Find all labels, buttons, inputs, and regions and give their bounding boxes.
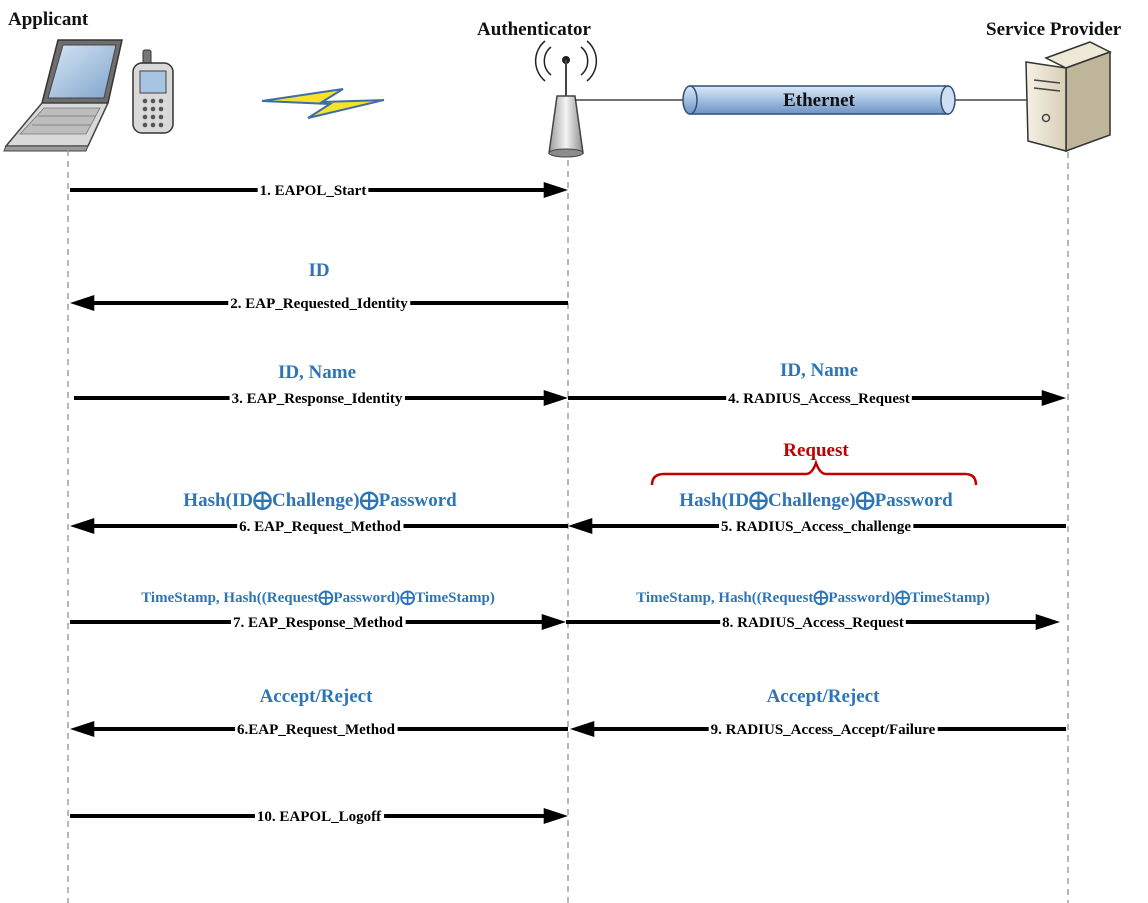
request-bracket	[650, 459, 978, 486]
arrowhead	[1035, 614, 1060, 630]
message-4: 4. RADIUS_Access_Request ID, Name	[568, 360, 1066, 407]
message-label-bg	[235, 722, 398, 738]
message-6: 6. EAP_Request_Method Hash(ID⨁Challenge)⨁…	[70, 490, 568, 535]
arrowhead	[570, 721, 595, 737]
phone-icon	[132, 49, 174, 134]
message-label: 10. EAPOL_Logoff	[257, 809, 382, 825]
message-label: 8. RADIUS_Access_Request	[722, 615, 904, 631]
message-annotation: Accept/Reject	[260, 686, 374, 707]
message-label-bg	[254, 809, 385, 825]
message-3: 3. EAP_Response_Identity ID, Name	[74, 362, 568, 407]
arrowhead	[1041, 390, 1066, 406]
message-label-bg	[229, 391, 405, 407]
message-label: 6.EAP_Request_Method	[237, 722, 396, 738]
arrowhead	[70, 295, 95, 311]
message-label: 3. EAP_Response_Identity	[232, 391, 403, 407]
message-9: 6.EAP_Request_Method Accept/Reject	[70, 686, 568, 738]
ethernet-label: Ethernet	[783, 90, 855, 111]
bracket-label-request: Request	[783, 440, 849, 461]
message-annotation: TimeStamp, Hash((Request⨁Password)⨁TimeS…	[636, 590, 990, 606]
message-label-bg	[228, 296, 411, 312]
antenna-icon	[534, 40, 598, 158]
message-annotation: ID	[308, 260, 329, 281]
message-8: 8. RADIUS_Access_Request TimeStamp, Hash(…	[566, 590, 1060, 631]
message-label-bg	[719, 519, 914, 535]
message-label: 6. EAP_Request_Method	[239, 519, 401, 535]
actor-applicant: Applicant	[8, 9, 89, 30]
message-label-bg	[257, 183, 369, 199]
arrowhead	[541, 614, 566, 630]
arrowhead	[70, 721, 95, 737]
message-2: 2. EAP_Requested_Identity ID	[70, 260, 568, 312]
message-7: 7. EAP_Response_Method TimeStamp, Hash((R…	[70, 590, 566, 631]
message-label: 9. RADIUS_Access_Accept/Failure	[711, 722, 936, 738]
message-label-bg	[726, 391, 912, 407]
message-annotation: ID, Name	[278, 362, 356, 383]
message-label: 5. RADIUS_Access_challenge	[721, 519, 911, 535]
message-annotation: Hash(ID⨁Challenge)⨁Password	[183, 490, 457, 511]
message-annotation: Accept/Reject	[767, 686, 881, 707]
message-5: 5. RADIUS_Access_challenge Hash(ID⨁Challe…	[568, 490, 1066, 535]
message-label: 4. RADIUS_Access_Request	[728, 391, 910, 407]
message-label-bg	[708, 722, 938, 738]
message-label: 1. EAPOL_Start	[260, 183, 367, 199]
lightning-icon	[261, 88, 385, 119]
message-annotation: ID, Name	[780, 360, 858, 381]
message-annotation: Hash(ID⨁Challenge)⨁Password	[679, 490, 953, 511]
message-label-bg	[237, 519, 404, 535]
message-label: 2. EAP_Requested_Identity	[230, 296, 408, 312]
arrowhead	[70, 518, 95, 534]
message-label-bg	[720, 615, 906, 631]
message-label-bg	[230, 615, 406, 631]
message-10: 9. RADIUS_Access_Accept/Failure Accept/Re…	[570, 686, 1066, 738]
arrowhead	[543, 390, 568, 406]
message-11: 10. EAPOL_Logoff	[70, 808, 568, 825]
actor-service-provider: Service Provider	[986, 19, 1122, 40]
arrowhead	[568, 518, 593, 534]
laptop-icon	[3, 39, 123, 152]
message-annotation: TimeStamp, Hash((Request⨁Password)⨁TimeS…	[141, 590, 495, 606]
message-label: 7. EAP_Response_Method	[233, 615, 404, 631]
server-icon	[1025, 41, 1112, 153]
ethernet-cylinder	[682, 85, 956, 115]
actor-authenticator: Authenticator	[477, 19, 592, 40]
arrowhead	[543, 182, 568, 198]
message-1: 1. EAPOL_Start	[70, 182, 568, 199]
arrowhead	[543, 808, 568, 824]
